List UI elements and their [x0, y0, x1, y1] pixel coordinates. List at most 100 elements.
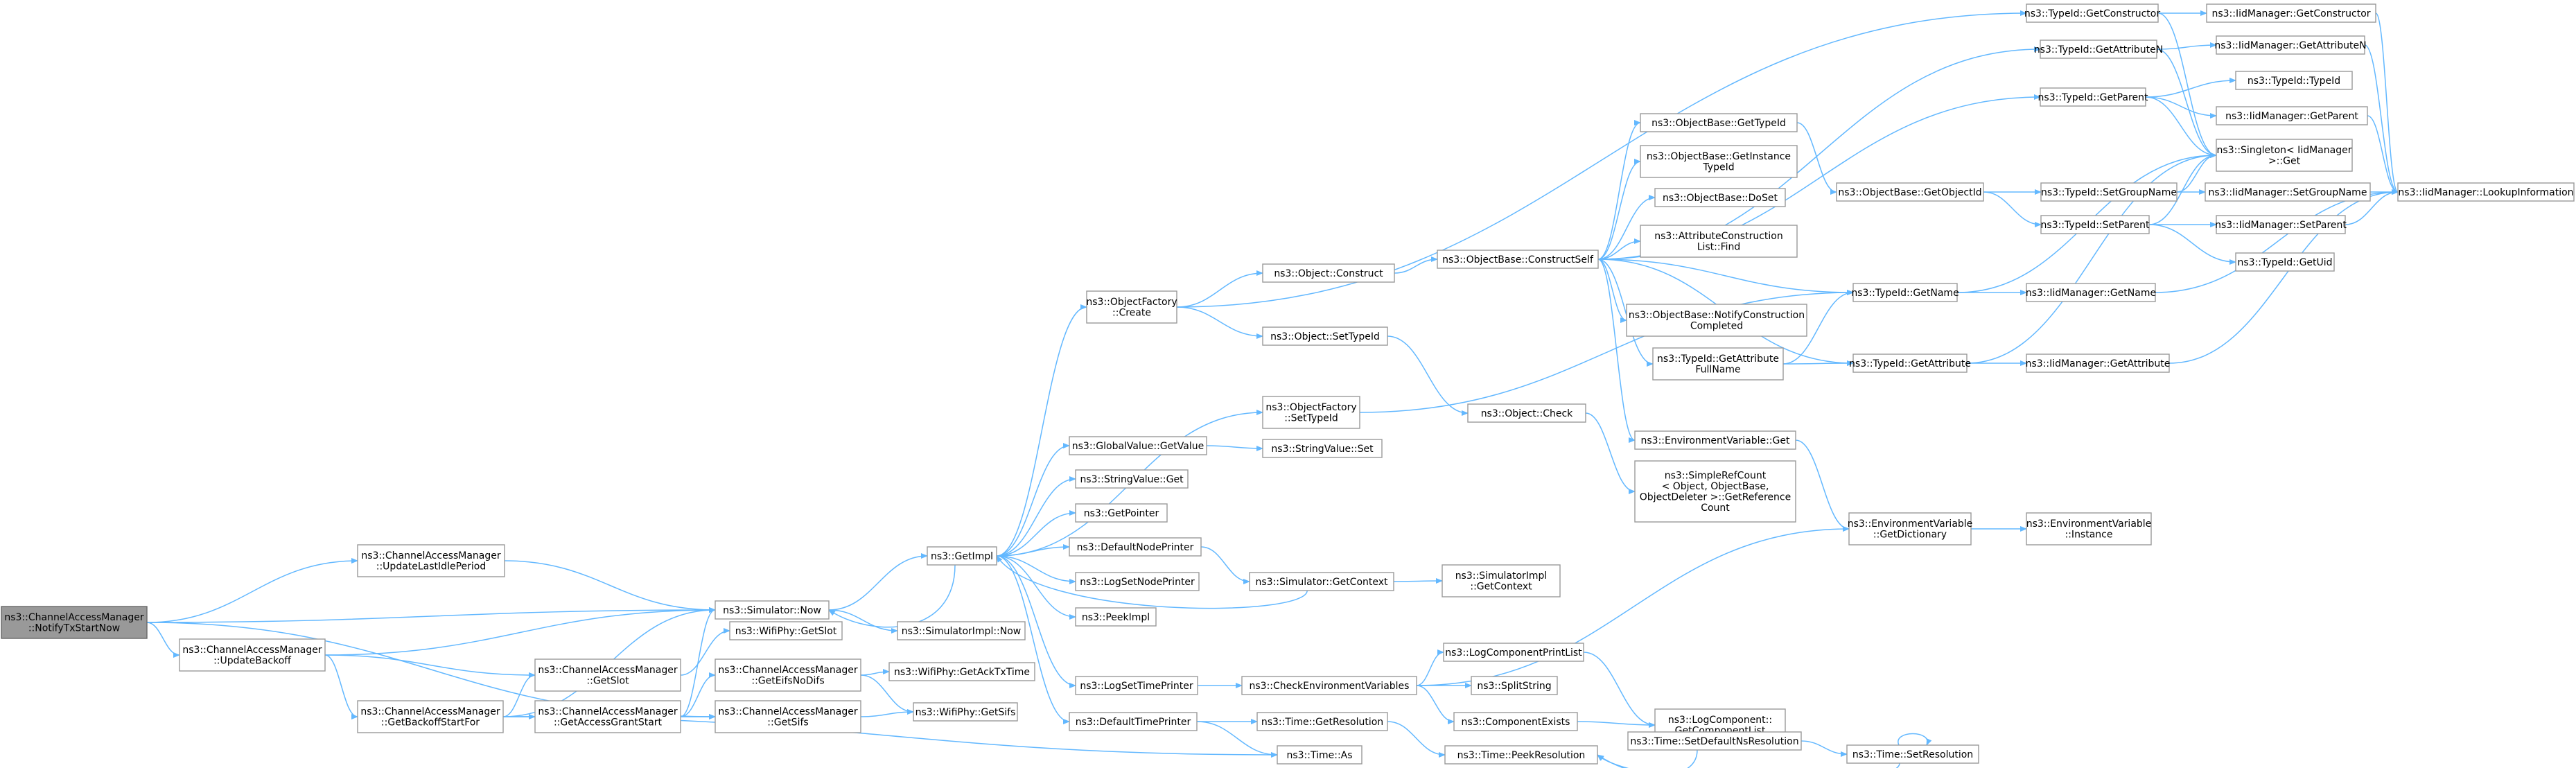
edge-n3-n4: [324, 654, 358, 719]
graph-node-n33[interactable]: ns3::SimulatorImpl::GetContext: [1442, 564, 1561, 597]
node-label: ::UpdateLastIdlePeriod: [376, 561, 486, 573]
edge-n31-n41: [1597, 238, 1641, 260]
graph-node-n21[interactable]: ns3::LogSetNodePrinter: [1075, 572, 1200, 591]
graph-node-n50[interactable]: ns3::ObjectBase::GetObjectId: [1836, 182, 1984, 202]
graph-node-n31[interactable]: ns3::ObjectBase::ConstructSelf: [1437, 250, 1599, 269]
edge-n43-n52: [1782, 360, 1854, 367]
graph-node-n20[interactable]: ns3::DefaultNodePrinter: [1069, 537, 1202, 557]
node-box: [1846, 744, 1979, 764]
node-label: ::UpdateBackoff: [213, 656, 291, 667]
node-label: ObjectDeleter >::GetReference: [1640, 492, 1791, 503]
edge-n28-n33: [1393, 578, 1443, 584]
graph-node-n9[interactable]: ns3::WifiPhy::GetSlot: [729, 621, 843, 640]
graph-node-n54[interactable]: ns3::Time::SetDefaultNsResolution: [1627, 731, 1802, 751]
node-box: [1086, 290, 1177, 324]
graph-node-n67[interactable]: ns3::IidManager::SetParent: [2215, 215, 2347, 234]
graph-node-n48[interactable]: ns3::TypeId::GetAttributeN: [2034, 40, 2163, 59]
graph-node-n16[interactable]: ns3::ObjectFactory::SetTypeId: [1262, 396, 1360, 429]
graph-node-n4[interactable]: ns3::ChannelAccessManager::GetBackoffSta…: [357, 700, 504, 733]
graph-node-n11[interactable]: ns3::WifiPhy::GetAckTxTime: [888, 662, 1035, 681]
graph-node-n35[interactable]: ns3::SplitString: [1471, 676, 1558, 695]
graph-node-n44[interactable]: ns3::EnvironmentVariable::Get: [1634, 430, 1796, 450]
node-box: [534, 700, 681, 733]
graph-node-n62[interactable]: ns3::IidManager::GetAttributeN: [2214, 35, 2367, 55]
node-box: [1467, 403, 1586, 423]
graph-node-n69[interactable]: ns3::IidManager::LookupInformation: [2397, 182, 2575, 202]
graph-node-n36[interactable]: ns3::ComponentExists: [1453, 712, 1578, 731]
graph-node-n19[interactable]: ns3::GetPointer: [1075, 503, 1168, 523]
graph-node-n61[interactable]: ns3::IidManager::GetConstructor: [2206, 3, 2376, 23]
graph-node-n2[interactable]: ns3::Simulator::Now: [715, 600, 830, 620]
graph-node-n38[interactable]: ns3::ObjectBase::GetTypeId: [1640, 113, 1798, 132]
graph-node-n30[interactable]: ns3::Time::GetResolution: [1256, 712, 1388, 731]
node-box: [1443, 643, 1584, 662]
edge-n50-n57: [1983, 191, 2042, 227]
graph-node-n42[interactable]: ns3::ObjectBase::NotifyConstructionCompl…: [1626, 304, 1807, 337]
node-label: ns3::EnvironmentVariable::Get: [1641, 435, 1790, 446]
graph-node-n15[interactable]: ns3::ObjectFactory::Create: [1086, 290, 1177, 324]
graph-node-n49[interactable]: ns3::TypeId::GetParent: [2038, 87, 2148, 107]
node-box: [927, 546, 997, 566]
graph-node-n25[interactable]: ns3::Object::Construct: [1262, 263, 1395, 283]
graph-node-n14[interactable]: ns3::SimulatorImpl::Now: [897, 621, 1026, 640]
edge-n20-n28: [1200, 546, 1250, 584]
node-label: ::GetBackoffStartFor: [381, 717, 480, 728]
node-box: [2216, 35, 2365, 55]
node-label: ns3::Object::Construct: [1274, 268, 1383, 279]
graph-node-n56[interactable]: ns3::TypeId::SetGroupName: [2040, 182, 2178, 202]
graph-node-n23[interactable]: ns3::LogSetTimePrinter: [1075, 676, 1198, 695]
graph-node-n37[interactable]: ns3::Time::PeekResolution: [1444, 745, 1598, 765]
graph-node-n6[interactable]: ns3::ChannelAccessManager::GetAccessGran…: [534, 700, 681, 733]
graph-node-n40[interactable]: ns3::ObjectBase::DoSet: [1654, 188, 1786, 207]
node-label: ns3::DefaultNodePrinter: [1077, 542, 1194, 553]
node-label: ::SetTypeId: [1284, 413, 1338, 424]
node-label: ns3::ChannelAccessManager: [4, 612, 144, 623]
graph-node-n45[interactable]: ns3::SimpleRefCount< Object, ObjectBase,…: [1634, 460, 1796, 523]
graph-node-n32[interactable]: ns3::Object::Check: [1467, 403, 1586, 423]
graph-node-n60[interactable]: ns3::EnvironmentVariable::Instance: [2026, 512, 2152, 546]
graph-node-n53[interactable]: ns3::EnvironmentVariable::GetDictionary: [1848, 512, 1973, 546]
graph-node-n13[interactable]: ns3::GetImpl: [927, 546, 997, 566]
graph-node-n63[interactable]: ns3::TypeId::TypeId: [2235, 71, 2353, 90]
node-label: ns3::Singleton< IidManager: [2217, 145, 2352, 156]
graph-node-n58[interactable]: ns3::IidManager::GetName: [2026, 283, 2156, 302]
graph-node-n64[interactable]: ns3::IidManager::GetParent: [2216, 106, 2368, 125]
graph-node-n47[interactable]: ns3::TypeId::GetConstructor: [2024, 3, 2160, 23]
graph-node-n1[interactable]: ns3::ChannelAccessManager::UpdateLastIdl…: [357, 544, 505, 577]
graph-node-n7[interactable]: ns3::ChannelAccessManager::GetSifs: [715, 700, 861, 733]
graph-node-n5[interactable]: ns3::ChannelAccessManager::GetSlot: [534, 658, 681, 692]
graph-node-n52[interactable]: ns3::TypeId::GetAttribute: [1849, 354, 1971, 373]
node-label: ns3::TypeId::TypeId: [2248, 76, 2340, 87]
edge-n13-n23: [996, 555, 1076, 688]
graph-node-n28[interactable]: ns3::Simulator::GetContext: [1249, 572, 1394, 591]
node-label: ns3::WifiPhy::GetSifs: [915, 707, 1016, 718]
graph-node-n3[interactable]: ns3::ChannelAccessManager::UpdateBackoff: [179, 638, 326, 672]
graph-node-n66[interactable]: ns3::IidManager::SetGroupName: [2205, 182, 2371, 202]
graph-node-n26[interactable]: ns3::Object::SetTypeId: [1262, 326, 1388, 346]
graph-node-n29[interactable]: ns3::CheckEnvironmentVariables: [1241, 676, 1417, 695]
graph-node-n51[interactable]: ns3::TypeId::GetName: [1851, 283, 1959, 302]
node-box: [729, 621, 843, 640]
graph-node-n18[interactable]: ns3::StringValue::Get: [1075, 469, 1189, 489]
graph-node-n59[interactable]: ns3::IidManager::GetAttribute: [2026, 354, 2171, 373]
graph-node-n55[interactable]: ns3::Time::SetResolution: [1846, 744, 1979, 764]
graph-node-n0[interactable]: ns3::ChannelAccessManager::NotifyTxStart…: [1, 606, 148, 639]
graph-node-n34[interactable]: ns3::LogComponentPrintList: [1443, 643, 1584, 662]
graph-node-n27[interactable]: ns3::StringValue::Set: [1262, 439, 1383, 458]
graph-node-n65[interactable]: ns3::Singleton< IidManager>::Get: [2216, 139, 2353, 172]
graph-node-n24[interactable]: ns3::DefaultTimePrinter: [1069, 712, 1198, 731]
edge-n52-n65: [1966, 152, 2217, 364]
graph-node-n12[interactable]: ns3::WifiPhy::GetSifs: [913, 702, 1018, 722]
graph-node-n8[interactable]: ns3::Time::As: [1277, 745, 1363, 765]
graph-node-n17[interactable]: ns3::GlobalValue::GetValue: [1069, 436, 1207, 455]
node-label: ns3::Time::As: [1286, 750, 1352, 761]
node-box: [1640, 113, 1798, 132]
edge-n55-n55: [1898, 733, 1932, 746]
graph-node-n68[interactable]: ns3::TypeId::GetUid: [2235, 252, 2335, 272]
graph-node-n22[interactable]: ns3::PeekImpl: [1075, 607, 1157, 627]
graph-node-n57[interactable]: ns3::TypeId::SetParent: [2040, 215, 2150, 234]
graph-node-n10[interactable]: ns3::ChannelAccessManager::GetEifsNoDifs: [715, 658, 861, 692]
